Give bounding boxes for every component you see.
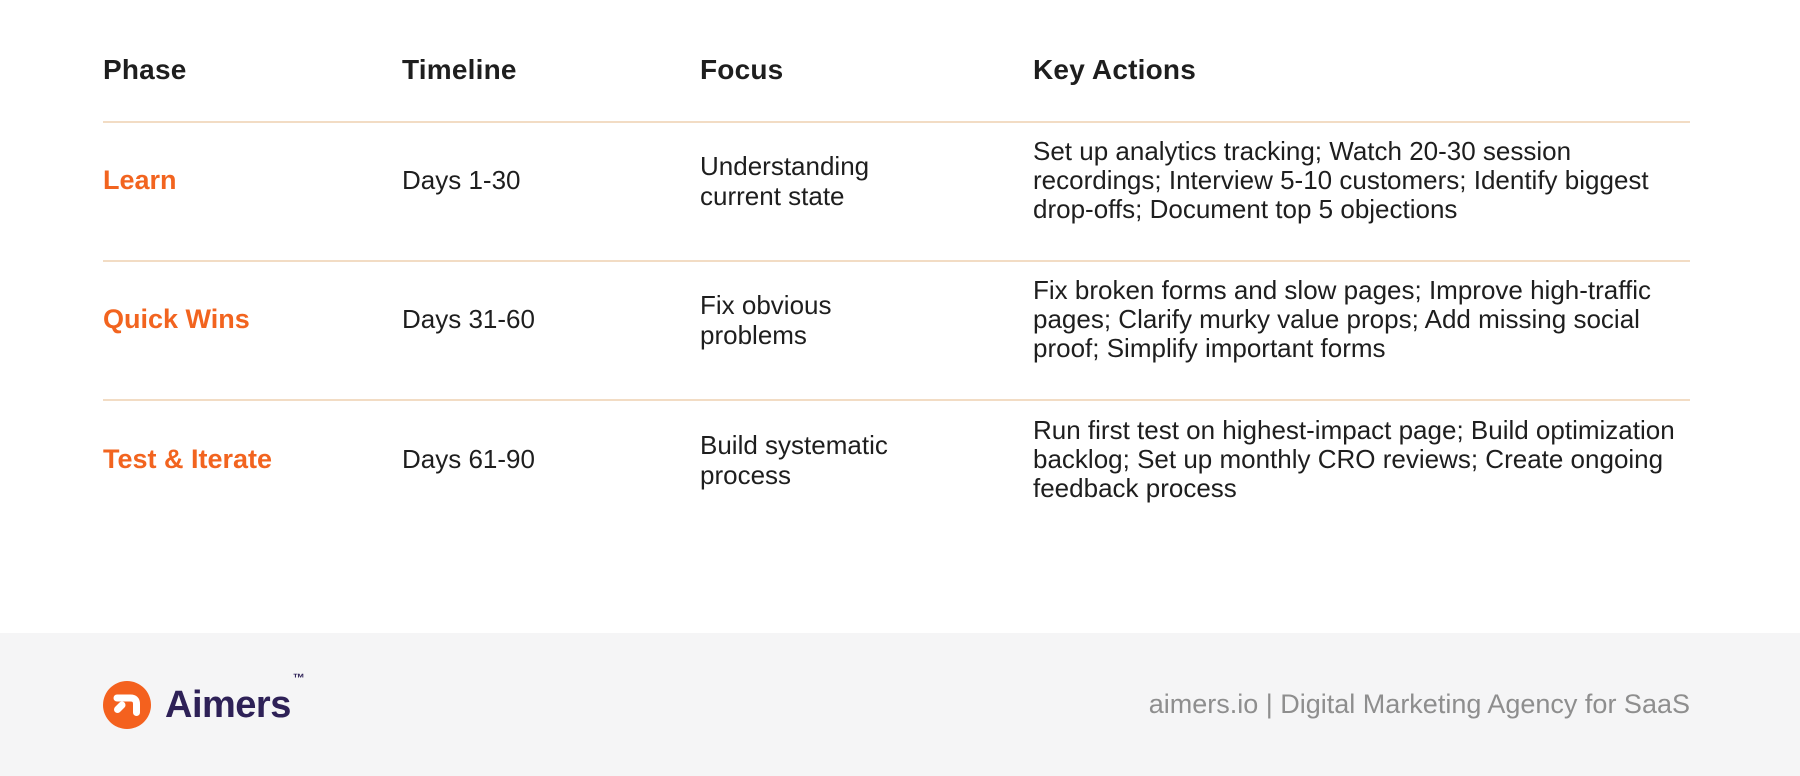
footer-tagline: aimers.io | Digital Marketing Agency for… [1148, 689, 1690, 719]
table-row: Learn Days 1-30 Understanding current st… [103, 123, 1690, 262]
focus-value: Fix obvious problems [700, 289, 832, 350]
brand-lockup: Aimers™ [103, 670, 305, 729]
roadmap-table: Phase Timeline Focus Key Actions Learn D… [103, 0, 1690, 540]
column-header-key-actions: Key Actions [1033, 53, 1196, 85]
trademark-symbol: ™ [292, 670, 305, 685]
table-row: Quick Wins Days 31-60 Fix obvious proble… [103, 262, 1690, 401]
brand-wordmark: Aimers™ [165, 670, 305, 726]
timeline-value: Days 31-60 [402, 304, 535, 334]
column-header-timeline: Timeline [402, 53, 517, 85]
footer: Aimers™ aimers.io | Digital Marketing Ag… [0, 633, 1800, 776]
aimers-arrow-logo-icon [103, 680, 151, 729]
column-header-focus: Focus [700, 53, 784, 85]
key-actions-value: Set up analytics tracking; Watch 20-30 s… [1033, 136, 1649, 224]
phase-label: Test & Iterate [103, 444, 273, 474]
phase-label: Learn [103, 165, 177, 195]
table-row: Test & Iterate Days 61-90 Build systemat… [103, 401, 1690, 540]
focus-value: Understanding current state [700, 150, 870, 211]
phase-label: Quick Wins [103, 304, 250, 334]
column-header-phase: Phase [103, 53, 187, 85]
timeline-value: Days 61-90 [402, 444, 535, 474]
key-actions-value: Run first test on highest-impact page; B… [1033, 415, 1675, 503]
table-header-row: Phase Timeline Focus Key Actions [103, 0, 1690, 123]
focus-value: Build systematic process [700, 429, 888, 490]
timeline-value: Days 1-30 [402, 165, 521, 195]
key-actions-value: Fix broken forms and slow pages; Improve… [1033, 275, 1652, 363]
